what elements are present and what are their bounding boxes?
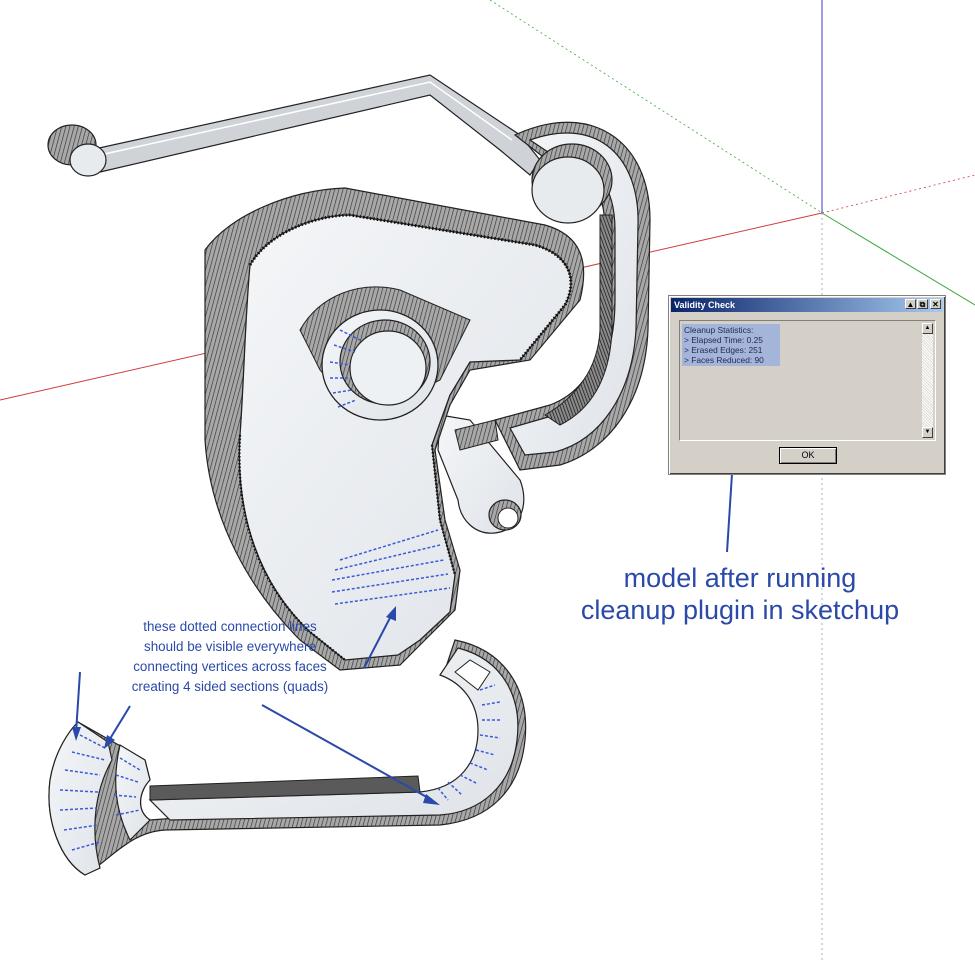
- stats-line: Cleanup Statistics:: [684, 325, 754, 335]
- dialog-title: Validity Check: [674, 300, 736, 310]
- stats-line: > Erased Edges: 251: [684, 345, 763, 355]
- scroll-up-icon[interactable]: ▲: [922, 323, 933, 334]
- stats-text-area[interactable]: Cleanup Statistics: > Elapsed Time: 0.25…: [679, 320, 936, 441]
- stats-line: > Elapsed Time: 0.25: [684, 335, 763, 345]
- side-note-line: connecting vertices across faces: [133, 659, 327, 674]
- main-annotation-note: model after running cleanup plugin in sk…: [536, 562, 944, 626]
- slot-bracket: [494, 121, 651, 471]
- ok-button[interactable]: OK: [779, 447, 837, 464]
- link-piece: [437, 414, 525, 534]
- validity-check-dialog[interactable]: Validity Check ▲ ⧉ ✕ Cleanup Statistics:…: [668, 295, 946, 475]
- hook-section: [48, 639, 527, 876]
- side-annotation-note: these dotted connection lines should be …: [88, 617, 372, 697]
- rollup-button[interactable]: ▲: [905, 299, 916, 309]
- vertical-scrollbar[interactable]: ▲ ▼: [922, 323, 933, 438]
- side-note-line: these dotted connection lines: [143, 619, 317, 634]
- quad-connection-lines: [59, 329, 501, 851]
- cleanup-statistics: Cleanup Statistics: > Elapsed Time: 0.25…: [682, 324, 780, 366]
- 3d-model[interactable]: [47, 74, 651, 876]
- scroll-down-icon[interactable]: ▼: [922, 427, 933, 438]
- dialog-titlebar[interactable]: Validity Check ▲ ⧉ ✕: [671, 298, 943, 312]
- stats-line: > Faces Reduced: 90: [684, 355, 764, 365]
- main-body: [204, 187, 585, 671]
- restore-button[interactable]: ⧉: [917, 299, 928, 309]
- main-note-line: cleanup plugin in sketchup: [580, 595, 900, 625]
- close-icon[interactable]: ✕: [930, 299, 941, 309]
- main-note-line: model after running: [623, 563, 857, 593]
- arm-lever: [47, 74, 541, 177]
- side-note-line: creating 4 sided sections (quads): [131, 679, 329, 694]
- side-note-line: should be visible everywhere: [144, 639, 316, 654]
